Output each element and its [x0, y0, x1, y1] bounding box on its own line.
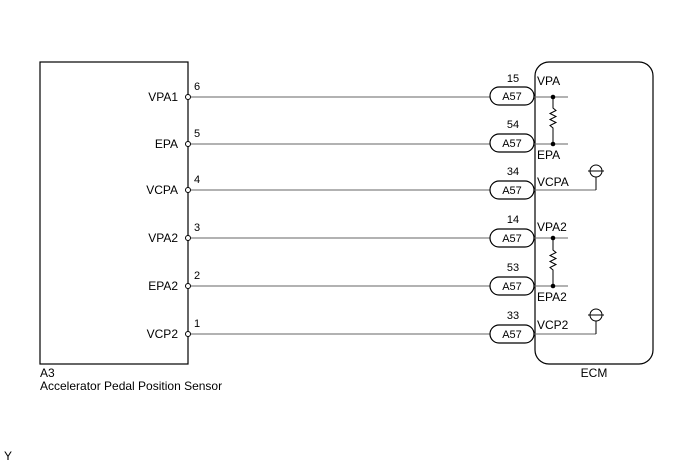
- sensor-pin-label: VCPA: [146, 183, 178, 197]
- ecm-signal-label: VPA2: [537, 220, 567, 234]
- ecm-signal-label: EPA: [537, 148, 560, 162]
- resistor-icon: [548, 238, 558, 286]
- connector-code: A57: [502, 138, 522, 150]
- sensor-pin-number: 3: [194, 222, 200, 234]
- sensor-name: Accelerator Pedal Position Sensor: [40, 379, 222, 393]
- wire-row-5: EPA2 2 53 A57 EPA2: [148, 262, 568, 304]
- footer-code: Y: [4, 449, 12, 463]
- ecm-signal-label: EPA2: [537, 290, 567, 304]
- wire-row-2: EPA 5 54 A57 EPA: [155, 119, 568, 162]
- sensor-pin-label: EPA2: [148, 279, 178, 293]
- power-supply-vcpa: [588, 164, 604, 190]
- ecm-pin-number: 15: [507, 73, 519, 85]
- sensor-terminal: [185, 283, 191, 289]
- wire-row-1: VPA1 6 15 A57 VPA: [148, 73, 568, 106]
- resistor-vpa-epa: [548, 94, 558, 147]
- ecm-pin-number: 33: [507, 310, 519, 322]
- sensor-id: A3: [40, 366, 55, 380]
- connector-code: A57: [502, 91, 522, 103]
- resistor-vpa2-epa2: [548, 235, 558, 289]
- ecm-name: ECM: [581, 366, 608, 380]
- sensor-pin-number: 4: [194, 174, 200, 186]
- ecm-signal-label: VCPA: [537, 175, 569, 189]
- sensor-pin-label: VPA2: [148, 231, 178, 245]
- ecm-pin-number: 14: [507, 214, 519, 226]
- connector-pill: [489, 86, 535, 106]
- connector-pill: [489, 133, 535, 153]
- sensor-pin-label: VCP2: [147, 327, 179, 341]
- wire-row-3: VCPA 4 34 A57 VCPA: [146, 166, 596, 200]
- ecm-box: [534, 61, 654, 365]
- sensor-pin-label: VPA1: [148, 90, 178, 104]
- sensor-terminal: [185, 141, 191, 147]
- sensor-terminal: [185, 94, 191, 100]
- ecm-pin-number: 53: [507, 262, 519, 274]
- ecm-pin-number: 34: [507, 166, 519, 178]
- sensor-pin-number: 5: [194, 128, 200, 140]
- ecm-pin-number: 54: [507, 119, 519, 131]
- connector-code: A57: [502, 233, 522, 245]
- wire-row-4: VPA2 3 14 A57 VPA2: [148, 214, 568, 248]
- sensor-box: [39, 61, 189, 365]
- ecm-signal-label: VCP2: [537, 318, 569, 332]
- sensor-terminal: [185, 235, 191, 241]
- connector-code: A57: [502, 185, 522, 197]
- sensor-terminal: [185, 331, 191, 337]
- connector-code: A57: [502, 329, 522, 341]
- sensor-pin-number: 6: [194, 81, 200, 93]
- ecm-signal-label: VPA: [537, 74, 560, 88]
- sensor-pin-label: EPA: [155, 137, 178, 151]
- resistor-icon: [548, 97, 558, 144]
- sensor-terminal: [185, 187, 191, 193]
- power-supply-vcp2: [588, 308, 604, 334]
- connector-code: A57: [502, 281, 522, 293]
- sensor-pin-number: 2: [194, 270, 200, 282]
- wire-row-6: VCP2 1 33 A57 VCP2: [147, 310, 596, 344]
- sensor-pin-number: 1: [194, 318, 200, 330]
